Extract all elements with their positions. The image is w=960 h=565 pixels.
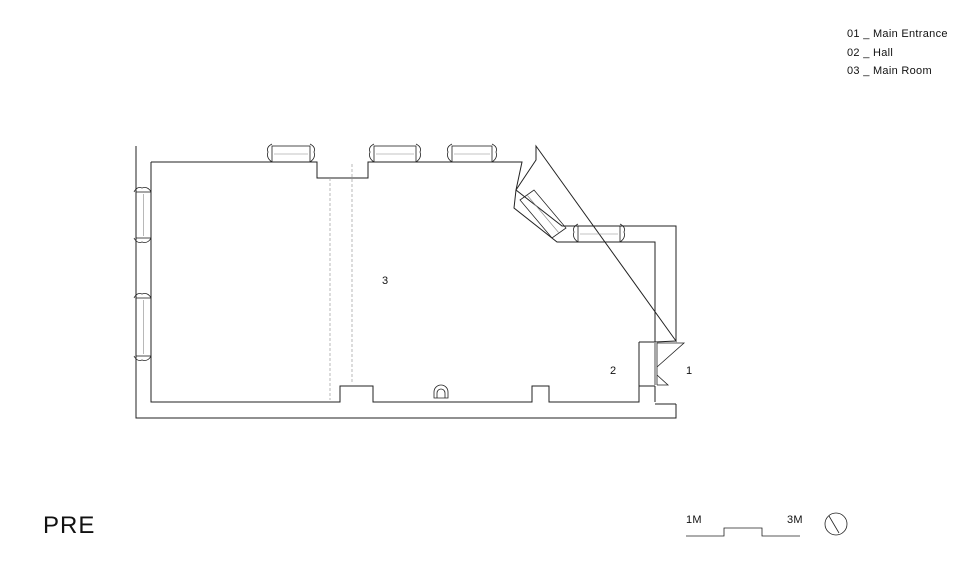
fireplace-icon	[433, 384, 449, 399]
legend-item-main-room: 03 _ Main Room	[847, 65, 932, 77]
scale-end-label: 3M	[787, 514, 803, 526]
room-label-main-room: 3	[382, 275, 388, 287]
plan-stage-title: PRE	[43, 512, 96, 539]
windows-bay-wall	[519, 189, 625, 243]
room-label-hall: 2	[610, 365, 616, 377]
north-arrow-icon	[824, 512, 848, 536]
partition-lines	[329, 164, 353, 400]
legend-item-main-entrance: 01 _ Main Entrance	[847, 28, 948, 40]
scale-bar	[686, 527, 800, 537]
windows-left-wall	[133, 187, 152, 361]
room-label-main-entrance: 1	[686, 365, 692, 377]
outer-wall	[135, 144, 677, 419]
legend-item-hall: 02 _ Hall	[847, 46, 894, 59]
windows-top-wall	[267, 143, 497, 163]
scale-start-label: 1M	[686, 514, 702, 526]
legend: 01 _ Main Entrance 02 _ Hall 03 _ Main R…	[847, 25, 948, 81]
inner-wall	[150, 161, 656, 403]
entrance-jambs	[639, 340, 677, 405]
entrance-door	[654, 342, 686, 386]
